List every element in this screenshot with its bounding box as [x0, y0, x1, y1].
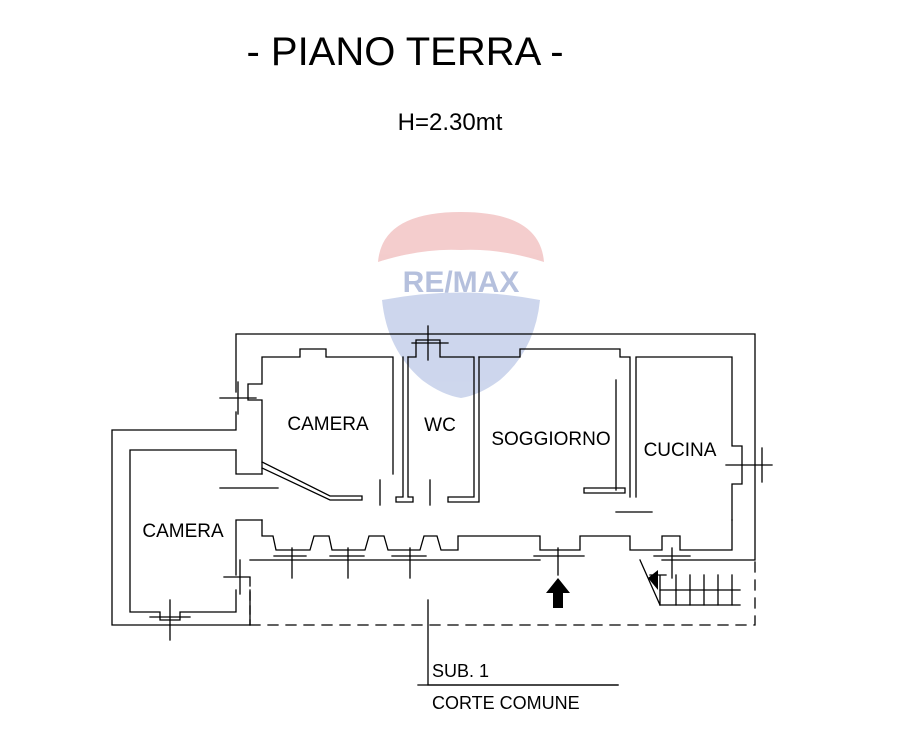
- window-markers: [149, 325, 773, 641]
- camera-2-inner-wall: [129, 449, 237, 621]
- watermark-brand-text: RE/MAX: [403, 266, 520, 299]
- soggiorno-door: [583, 487, 626, 494]
- room-label-camera-2: CAMERA: [142, 521, 224, 542]
- subunit-label: SUB. 1: [432, 661, 489, 681]
- left-block-partition: [235, 449, 263, 576]
- courtyard-label: CORTE COMUNE: [432, 693, 580, 713]
- camera-1-lower-wall: [261, 519, 733, 551]
- cucina-room: [635, 356, 743, 521]
- balloon-bottom: [382, 292, 540, 398]
- room-label-cucina: CUCINA: [644, 440, 717, 461]
- room-label-soggiorno: SOGGIORNO: [491, 429, 610, 450]
- room-label-camera-1: CAMERA: [287, 414, 369, 435]
- wc-left-wall: [395, 356, 414, 503]
- courtyard-boundary: [249, 559, 756, 626]
- camera-1-room: [247, 348, 394, 475]
- room-label-wc: WC: [424, 415, 456, 436]
- remax-watermark-logo: RE/MAX: [378, 212, 544, 398]
- balloon-top: [378, 212, 544, 262]
- wc-right-wall: [407, 339, 480, 503]
- main-outer-wall: [111, 333, 756, 626]
- ceiling-height-label: H=2.30mt: [398, 109, 503, 136]
- camera-1-door: [261, 461, 363, 501]
- entrance-arrow-icon: [546, 578, 570, 608]
- plan-title: - PIANO TERRA -: [246, 30, 563, 74]
- soggiorno-room: [478, 348, 631, 498]
- stair-arrow-icon: [648, 570, 658, 590]
